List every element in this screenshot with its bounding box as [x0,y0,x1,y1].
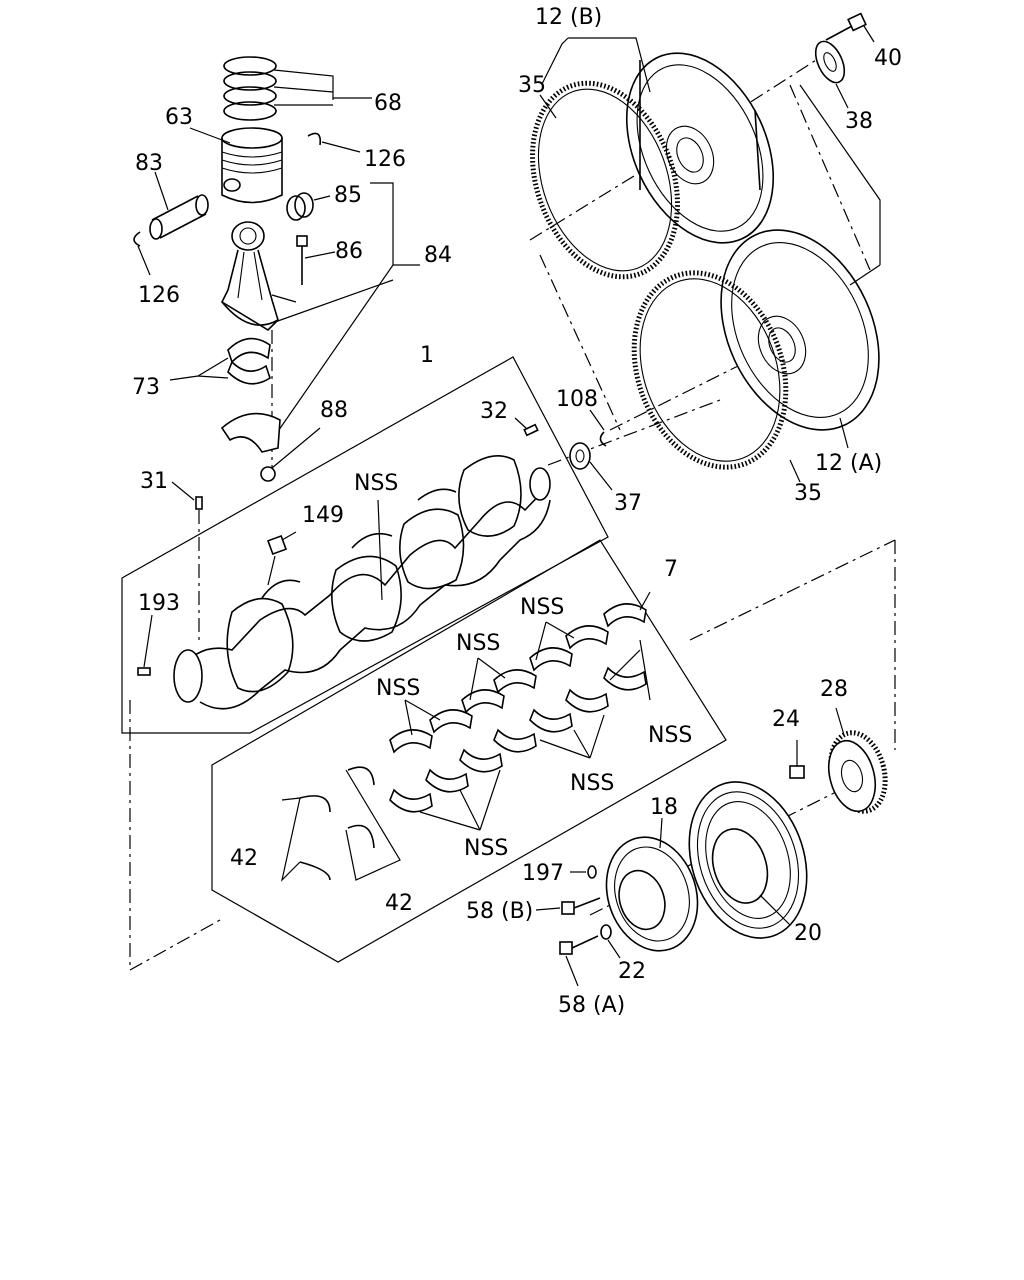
label-22: 22 [618,959,646,984]
label-12a: 12 (A) [815,451,882,476]
label-nss-left: NSS [376,676,420,701]
label-197: 197 [522,861,564,886]
label-37: 37 [614,491,642,516]
label-149: 149 [302,503,344,528]
crankshaft-plug [267,535,287,555]
label-28: 28 [820,677,848,702]
label-7: 7 [664,557,678,582]
label-40: 40 [874,46,902,71]
label-nss-top: NSS [520,595,564,620]
dowel-pin-193 [137,667,151,676]
dowel-pin-32 [523,423,539,437]
centerline-front-diag [129,919,221,971]
label-31: 31 [140,469,168,494]
ring-gear-upper [530,80,680,280]
label-38: 38 [845,109,873,134]
ring-gear-lower [631,270,789,470]
connecting-rod [220,221,279,332]
centerline-flywheel-d [539,254,621,431]
thrust-washers [280,766,401,882]
bolt-58b [535,897,601,915]
crankshaft-gear [827,730,888,814]
dowel-pin-31 [195,496,203,510]
small-end-bushing [286,192,314,221]
label-83: 83 [135,151,163,176]
label-68: 68 [374,91,402,116]
label-32: 32 [480,399,508,424]
label-20: 20 [794,921,822,946]
label-35-upper: 35 [518,73,546,98]
label-nss-lower-right: NSS [570,771,614,796]
label-12b: 12 (B) [535,5,602,30]
washer-22 [600,924,612,940]
label-58a: 58 (A) [558,993,625,1018]
piston-pin [149,194,209,240]
centerline-bolt-38 [789,84,871,271]
crankshaft [173,454,551,710]
flywheel-washer [814,40,846,84]
rod-bolt [296,235,336,285]
label-73: 73 [132,375,160,400]
bearing-group-outline [211,539,727,963]
label-35-lower: 35 [794,481,822,506]
label-nss-mid: NSS [456,631,500,656]
label-126-lower: 126 [138,283,180,308]
crankshaft-group-outline [121,356,609,734]
flywheel-b [625,52,775,244]
label-42-right: 42 [385,891,413,916]
label-193: 193 [138,591,180,616]
flywheel-bolt [825,12,875,43]
piston-pin-clip-upper [307,132,322,146]
piston [221,127,283,204]
label-nss-crank: NSS [354,471,398,496]
label-108: 108 [556,387,598,412]
label-85: 85 [334,183,362,208]
rod-bearing-shells [169,337,271,385]
label-1: 1 [420,343,434,368]
main-bearing-shells [389,603,647,813]
label-86: 86 [335,239,363,264]
label-18: 18 [650,795,678,820]
label-84: 84 [424,243,452,268]
label-nss-bottom: NSS [464,836,508,861]
oil-seal [569,442,591,470]
piston-pin-clip-lower [133,231,141,247]
label-24: 24 [772,707,800,732]
bolt-58a [559,935,599,987]
rod-cap [220,412,321,482]
label-88: 88 [320,398,348,423]
gear-bolt [789,740,805,779]
label-nss-right: NSS [648,723,692,748]
label-126-upper: 126 [364,147,406,172]
label-63: 63 [165,105,193,130]
label-58b: 58 (B) [466,899,533,924]
crankshaft-pulley [688,781,808,939]
label-42-left: 42 [230,846,258,871]
washer-197 [587,865,597,879]
flywheel-a [720,229,880,431]
centerline-right-diag [689,539,896,641]
leader-63 [189,127,231,144]
crankshaft-damper [605,836,699,952]
snap-ring [599,431,607,447]
piston-rings [223,56,372,121]
